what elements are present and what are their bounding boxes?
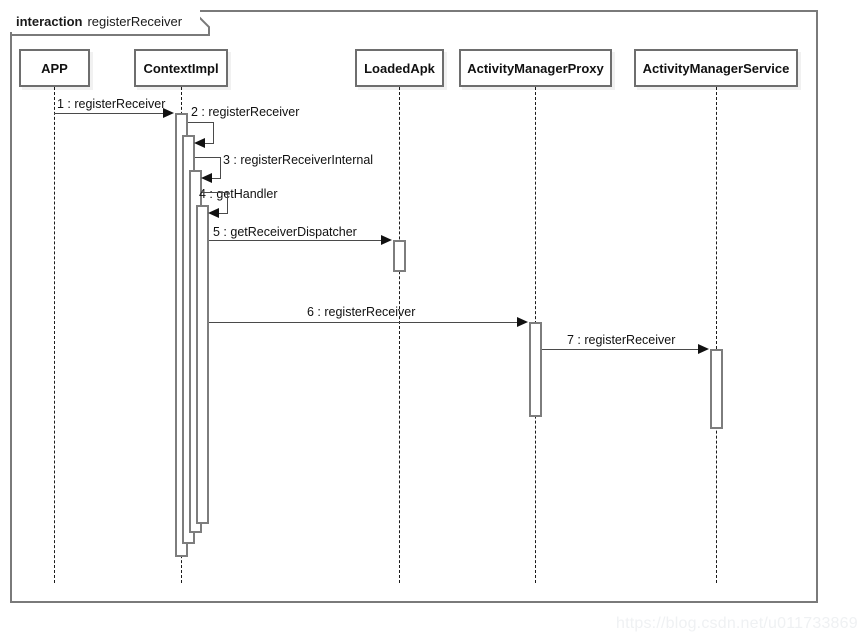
lifeline-app xyxy=(54,87,55,583)
message-label-1: 1 : registerReceiver xyxy=(57,97,166,111)
lifeline-head-app[interactable]: APP xyxy=(19,49,90,87)
frame-name: registerReceiver xyxy=(87,13,183,29)
message-arrowhead-6 xyxy=(517,317,528,327)
message-label-6: 6 : registerReceiver xyxy=(307,305,416,319)
message-label-3: 3 : registerReceiverInternal xyxy=(223,153,374,167)
message-line-2-top xyxy=(188,122,214,123)
message-line-5 xyxy=(209,240,382,241)
message-line-3-right xyxy=(220,157,221,178)
message-arrowhead-4 xyxy=(208,208,219,218)
interaction-frame xyxy=(10,10,818,603)
lifeline-label-app: APP xyxy=(41,60,68,76)
lifeline-head-activitymanagerservice[interactable]: ActivityManagerService xyxy=(634,49,798,87)
message-arrowhead-1 xyxy=(163,108,174,118)
message-arrowhead-3 xyxy=(201,173,212,183)
csdn-watermark: https://blog.csdn.net/u011733869 xyxy=(616,615,858,632)
message-label-2: 2 : registerReceiver xyxy=(191,105,300,119)
message-arrowhead-2 xyxy=(194,138,205,148)
message-line-4-bottom xyxy=(210,213,228,214)
message-line-4-top xyxy=(202,192,228,193)
lifeline-head-contextimpl[interactable]: ContextImpl xyxy=(134,49,228,87)
frame-tab-label: interaction registerReceiver xyxy=(10,10,200,32)
activation-loadedapk xyxy=(393,240,406,272)
message-line-3-bottom xyxy=(203,178,221,179)
frame-keyword: interaction xyxy=(16,13,83,29)
message-line-7 xyxy=(542,349,699,350)
message-line-1 xyxy=(54,113,164,114)
message-line-4-right xyxy=(227,192,228,213)
lifeline-label-contextimpl: ContextImpl xyxy=(143,60,219,76)
message-line-2-bottom xyxy=(196,143,214,144)
message-label-7: 7 : registerReceiver xyxy=(567,333,676,347)
message-arrowhead-5 xyxy=(381,235,392,245)
message-line-2-right xyxy=(213,122,214,143)
message-line-3-top xyxy=(195,157,221,158)
lifeline-head-activitymanagerproxy[interactable]: ActivityManagerProxy xyxy=(459,49,612,87)
lifeline-label-activitymanagerproxy: ActivityManagerProxy xyxy=(467,60,604,76)
activation-contextimpl-level4 xyxy=(196,205,209,524)
message-label-4: 4 : getHandler xyxy=(199,187,278,201)
activation-activitymanagerproxy xyxy=(529,322,542,417)
lifeline-label-activitymanagerservice: ActivityManagerService xyxy=(642,60,790,76)
lifeline-label-loadedapk: LoadedApk xyxy=(364,60,435,76)
lifeline-loadedapk xyxy=(399,87,400,583)
message-line-6 xyxy=(209,322,518,323)
lifeline-activitymanagerservice xyxy=(716,87,717,583)
activation-activitymanagerservice xyxy=(710,349,723,429)
message-label-5: 5 : getReceiverDispatcher xyxy=(213,225,357,239)
lifeline-head-loadedapk[interactable]: LoadedApk xyxy=(355,49,444,87)
message-arrowhead-7 xyxy=(698,344,709,354)
